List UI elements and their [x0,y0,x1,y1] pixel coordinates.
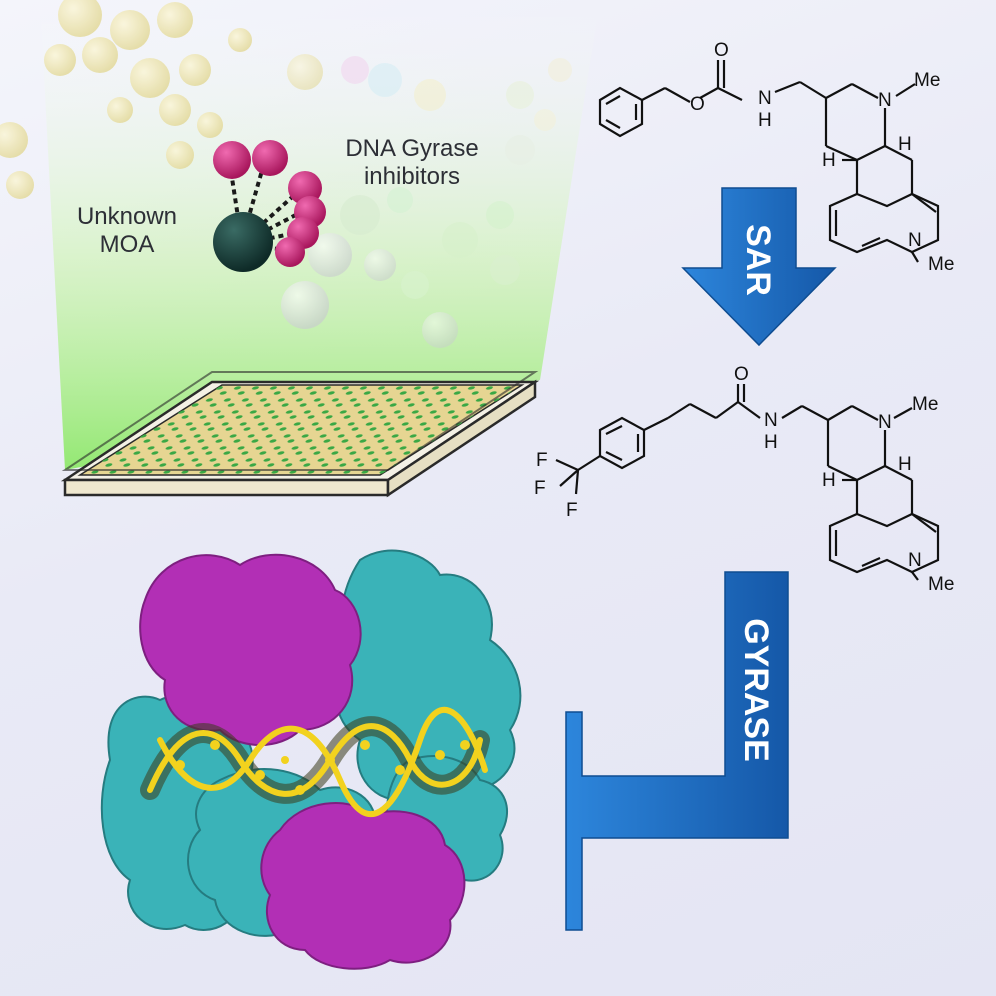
atom-label: F [566,500,578,521]
atom-label: H [898,134,912,155]
bacterial-plate [60,371,540,498]
inhibitor-ball [275,237,305,267]
gyrase-bar-label: GYRASE [737,618,775,762]
dna-gyrase-line2: inhibitors [363,163,461,190]
atom-label: O [734,364,749,385]
unknown-moa-line2: MOA [99,231,155,258]
atom-label: O [690,94,705,115]
dna-gyrase-inhibitors-label: DNA Gyrase inhibitors [312,135,512,191]
sar-arrow-label: SAR [739,224,777,296]
atom-label: Me [928,254,954,275]
atom-label: N [908,550,922,571]
atom-label: N [878,90,892,111]
dna-helix [140,707,490,818]
atom-label: H [898,454,912,475]
atom-label: Me [928,574,954,595]
inhibitor-ball [252,140,288,176]
atom-label: H [764,432,778,453]
bottom-molecule [555,384,940,581]
atom-label: F [534,478,546,499]
atom-label: Me [912,394,938,415]
dna-gyrase-line1: DNA Gyrase [345,135,479,162]
compound-library-cloud [0,0,572,348]
atom-label: H [758,110,772,131]
atom-label: H [822,470,836,491]
unknown-moa-label: Unknown MOA [52,203,202,259]
target-ball [213,212,273,272]
atom-label: H [822,150,836,171]
atom-label: N [764,410,778,431]
atom-label: N [878,412,892,433]
unknown-moa-line1: Unknown [76,203,178,230]
gyrase-protein-complex [100,549,522,970]
atom-label: F [536,450,548,471]
target-binding-cluster [213,140,326,272]
inhibitor-ball [213,141,251,179]
top-molecule [598,60,940,263]
atom-label: N [908,230,922,251]
atom-label: Me [914,70,940,91]
atom-label: O [714,40,729,61]
atom-label: N [758,88,772,109]
sar-arrow: SAR [681,187,837,347]
gyrase-inhibition-bar: GYRASE [565,571,789,931]
